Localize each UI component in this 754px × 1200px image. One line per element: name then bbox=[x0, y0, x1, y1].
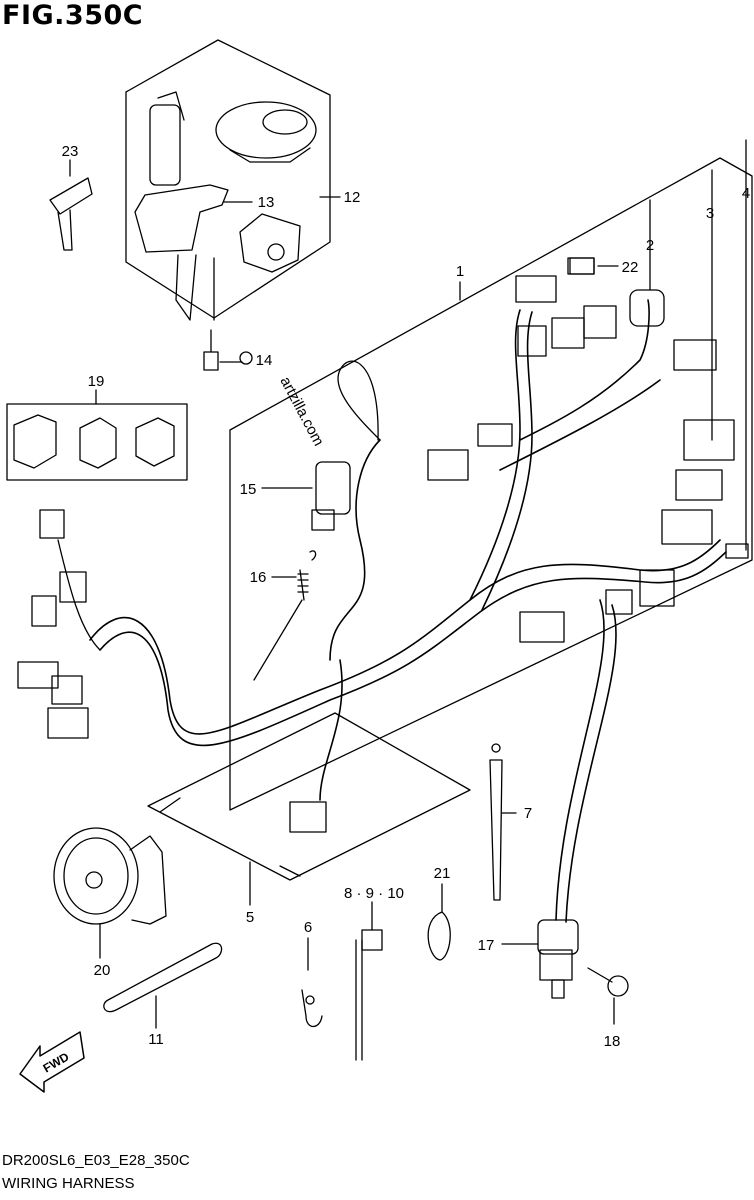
main-harness-bundle bbox=[89, 299, 727, 923]
callout-3: 3 bbox=[706, 205, 714, 222]
watermark: artzilla.com bbox=[276, 374, 327, 449]
tie-band-8-9-10-part bbox=[355, 901, 383, 1061]
callout-21: 21 bbox=[434, 865, 451, 882]
spring-16-part bbox=[253, 550, 317, 681]
callout-4: 4 bbox=[742, 185, 750, 202]
callout-11: 11 bbox=[148, 1031, 164, 1048]
tie-7-part bbox=[489, 743, 517, 901]
relay-kit-frame bbox=[6, 403, 188, 481]
callout-15: 15 bbox=[240, 481, 257, 498]
figure-name: WIRING HARNESS bbox=[2, 1175, 135, 1192]
ignition-switch-part bbox=[134, 91, 229, 321]
bottom-branch-connector bbox=[289, 801, 327, 833]
callout-12: 12 bbox=[344, 189, 361, 206]
harness-frame bbox=[229, 157, 753, 811]
switch-15-part bbox=[261, 360, 381, 531]
ignition-cap-part bbox=[215, 101, 317, 163]
fuse-22-part bbox=[567, 257, 619, 275]
fwd-arrow-icon bbox=[19, 1031, 85, 1093]
callout-1: 1 bbox=[456, 263, 464, 280]
callout-17: 17 bbox=[478, 937, 495, 954]
clamp-21-part bbox=[427, 883, 451, 961]
horn-20-part bbox=[53, 827, 167, 959]
callout-7: 7 bbox=[524, 805, 532, 822]
callout-2: 2 bbox=[646, 237, 654, 254]
callout-13: 13 bbox=[258, 194, 275, 211]
left-connectors bbox=[17, 509, 101, 739]
callout-16: 16 bbox=[250, 569, 267, 586]
callout-18: 18 bbox=[604, 1033, 621, 1050]
sheet-5-part bbox=[147, 712, 471, 906]
clamp-11-part bbox=[103, 942, 223, 1029]
bolt-18-part bbox=[587, 967, 629, 1025]
key-part bbox=[49, 159, 93, 251]
callout-20: 20 bbox=[94, 962, 111, 979]
sensor-17-part bbox=[501, 919, 579, 999]
callout-19: 19 bbox=[88, 373, 105, 390]
callout-22: 22 bbox=[622, 259, 639, 276]
upper-right-connectors bbox=[427, 257, 749, 643]
callout-8-9-10: 8 · 9 · 10 bbox=[344, 885, 404, 902]
callout-6: 6 bbox=[304, 919, 312, 936]
bolt-14-part bbox=[203, 329, 253, 371]
clamp-6-part bbox=[301, 937, 323, 1028]
callout-14: 14 bbox=[256, 352, 273, 369]
figure-code: DR200SL6_E03_E28_350C bbox=[2, 1152, 190, 1169]
ignition-cover-part bbox=[239, 213, 301, 273]
callout-5: 5 bbox=[246, 909, 254, 926]
ignition-kit-frame bbox=[125, 39, 331, 319]
relay-parts bbox=[13, 414, 175, 469]
callout-23: 23 bbox=[62, 143, 79, 160]
figure-title: FIG.350C bbox=[2, 0, 144, 31]
